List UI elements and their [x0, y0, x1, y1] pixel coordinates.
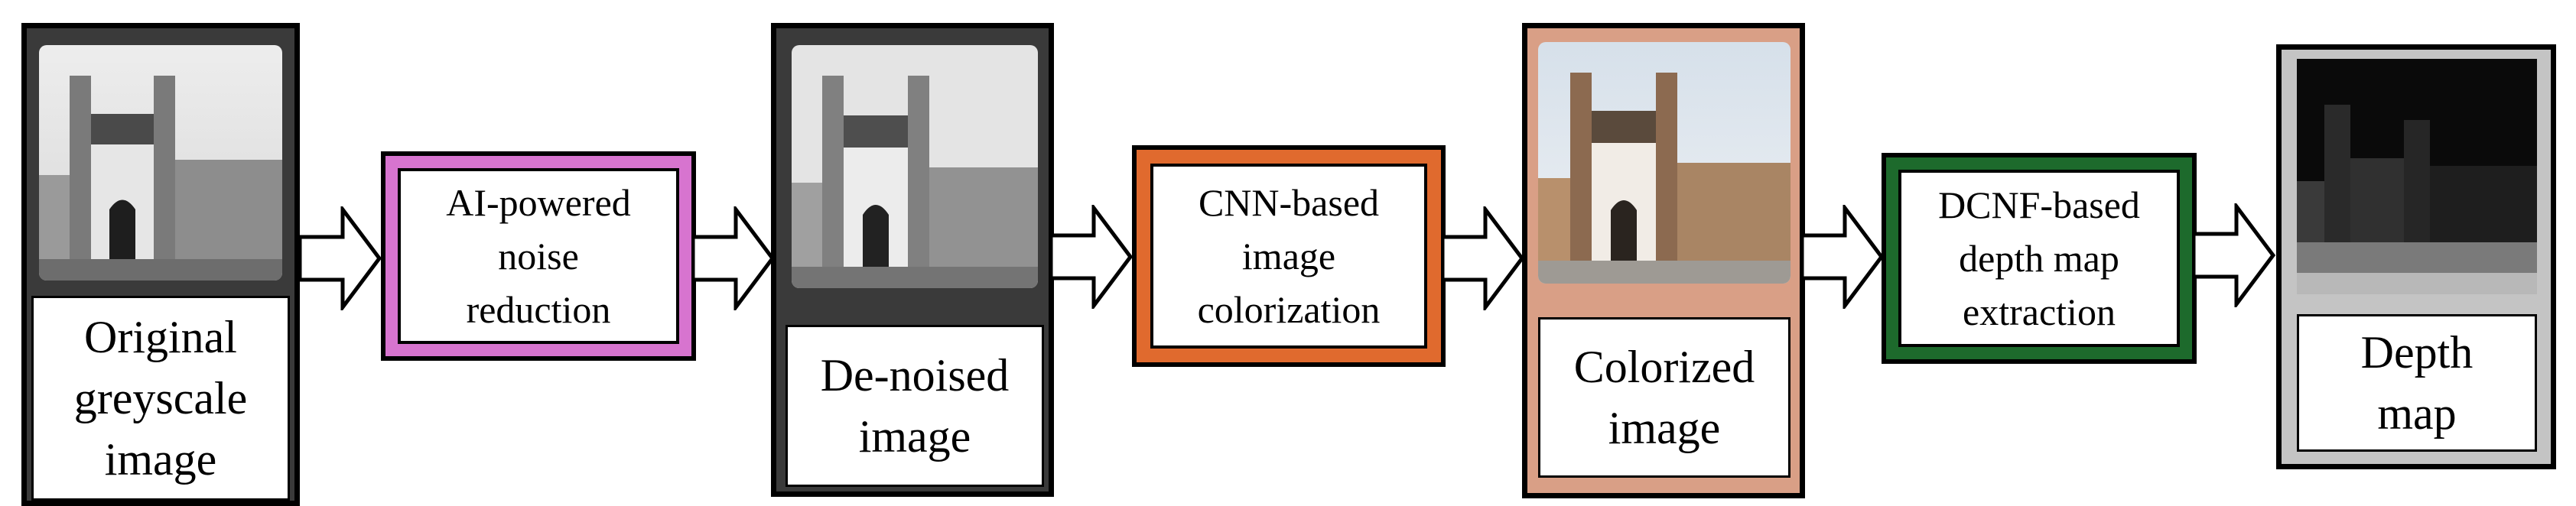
- denoised-photo: [792, 45, 1038, 288]
- stage-original-card: Original greyscale image: [21, 23, 300, 506]
- stage-depth-card: Depth map: [2276, 44, 2556, 469]
- stage-colorized-card: Colorized image: [1522, 23, 1805, 498]
- stage-depth-caption: Depth map: [2297, 314, 2537, 452]
- flow-arrow-6: [2194, 203, 2276, 307]
- process-colorization-box: CNN-based image colorization: [1150, 164, 1427, 349]
- process-depth-extraction: DCNF-based depth map extraction: [1882, 153, 2197, 364]
- process-depth-extraction-label: DCNF-based depth map extraction: [1938, 183, 2140, 333]
- fortress-colorized-image: [1538, 42, 1791, 284]
- fortress-denoised-image: [792, 45, 1038, 288]
- process-noise-reduction-label: AI-powered noise reduction: [446, 181, 631, 331]
- process-depth-extraction-box: DCNF-based depth map extraction: [1898, 170, 2180, 347]
- depth-map-photo: [2297, 59, 2537, 294]
- flow-arrow-5: [1802, 205, 1885, 309]
- flow-arrow-4: [1442, 206, 1525, 310]
- stage-denoised-label: De-noised image: [820, 350, 1010, 462]
- stage-original-label: Original greyscale image: [73, 312, 248, 485]
- original-greyscale-photo: [39, 45, 282, 281]
- flow-arrow-3: [1051, 205, 1134, 309]
- stage-colorized-caption: Colorized image: [1538, 317, 1791, 478]
- stage-denoised-caption: De-noised image: [785, 325, 1044, 487]
- process-colorization: CNN-based image colorization: [1132, 145, 1446, 367]
- stage-original-caption: Original greyscale image: [31, 296, 290, 501]
- stage-colorized-label: Colorized image: [1573, 342, 1755, 453]
- stage-denoised-card: De-noised image: [771, 23, 1054, 497]
- process-noise-reduction: AI-powered noise reduction: [381, 151, 696, 361]
- stage-depth-label: Depth map: [2360, 327, 2474, 439]
- flow-arrow-2: [693, 206, 776, 310]
- flow-arrow-1: [300, 206, 382, 310]
- process-colorization-label: CNN-based image colorization: [1197, 181, 1381, 331]
- colorized-photo: [1538, 42, 1791, 284]
- process-noise-reduction-box: AI-powered noise reduction: [398, 168, 679, 344]
- depth-map-image: [2297, 59, 2537, 294]
- fortress-greyscale-image: [39, 45, 282, 281]
